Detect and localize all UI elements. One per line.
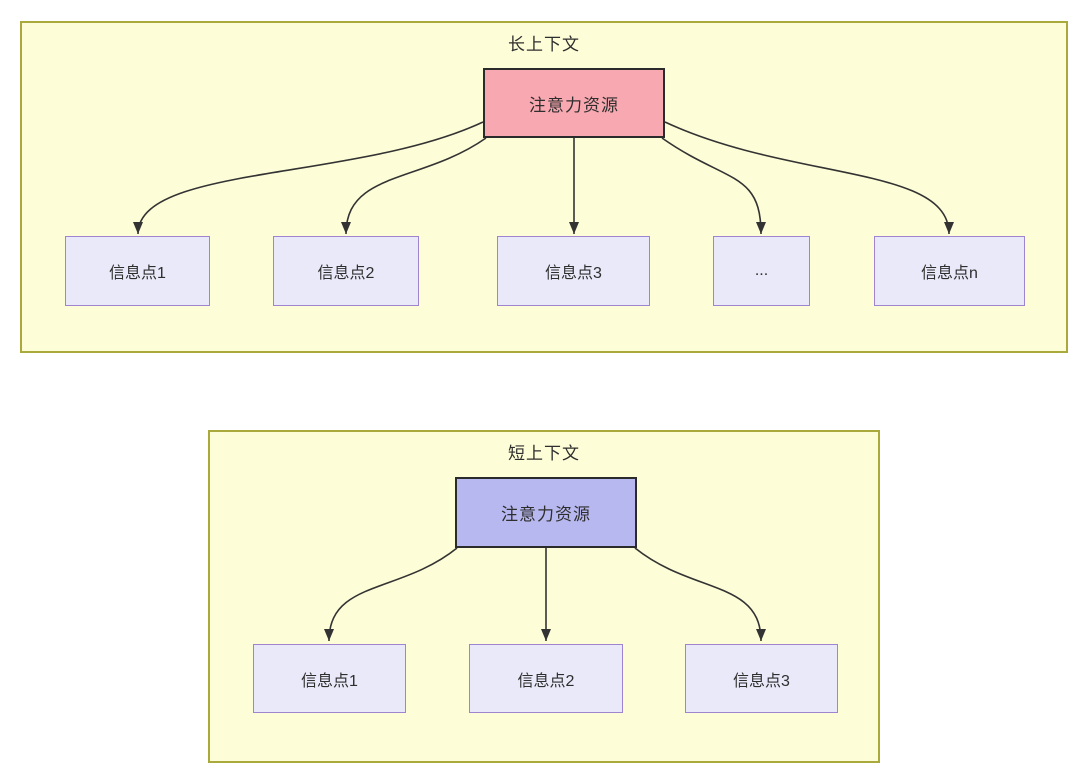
attention-resource-label: 注意力资源 bbox=[529, 95, 619, 115]
attention-resource-label: 注意力资源 bbox=[501, 505, 591, 524]
info-node-1-short: 信息点1 bbox=[253, 644, 406, 713]
arrow-to-info3 bbox=[634, 547, 766, 642]
arrow-to-infon bbox=[664, 121, 954, 235]
info-node-2-long: 信息点2 bbox=[273, 236, 419, 306]
info-node-ellipsis-long: ... bbox=[713, 236, 810, 306]
short-context-panel: 短上下文 注意力资源 信息点1 信息点2 信息点3 bbox=[208, 430, 880, 763]
short-context-title: 短上下文 bbox=[508, 444, 580, 463]
info-node-3-long: 信息点3 bbox=[497, 236, 650, 306]
info-node-label: 信息点3 bbox=[733, 672, 790, 690]
arrow-to-info2 bbox=[341, 137, 487, 235]
arrow-to-ellipsis bbox=[661, 137, 766, 235]
info-node-label: ... bbox=[754, 262, 769, 279]
info-node-label: 信息点2 bbox=[517, 672, 575, 690]
info-node-1-long: 信息点1 bbox=[65, 236, 210, 306]
info-node-2-short: 信息点2 bbox=[469, 644, 623, 713]
info-node-3-short: 信息点3 bbox=[685, 644, 838, 713]
info-node-label: 信息点3 bbox=[545, 265, 602, 282]
long-context-panel: 长上下文 注意力资源 信息点1 信息点2 信息点3 ... bbox=[20, 21, 1068, 353]
arrow-to-info1 bbox=[133, 121, 484, 235]
attention-resource-node-short: 注意力资源 bbox=[455, 477, 637, 548]
info-node-label: 信息点2 bbox=[317, 265, 375, 282]
info-node-label: 信息点1 bbox=[301, 672, 358, 690]
info-node-label: 信息点1 bbox=[109, 265, 166, 282]
long-context-title: 长上下文 bbox=[508, 35, 580, 54]
info-node-n-long: 信息点n bbox=[874, 236, 1025, 306]
arrow-to-info1 bbox=[324, 547, 458, 642]
info-node-label: 信息点n bbox=[921, 265, 978, 282]
attention-resource-node-long: 注意力资源 bbox=[483, 68, 665, 138]
